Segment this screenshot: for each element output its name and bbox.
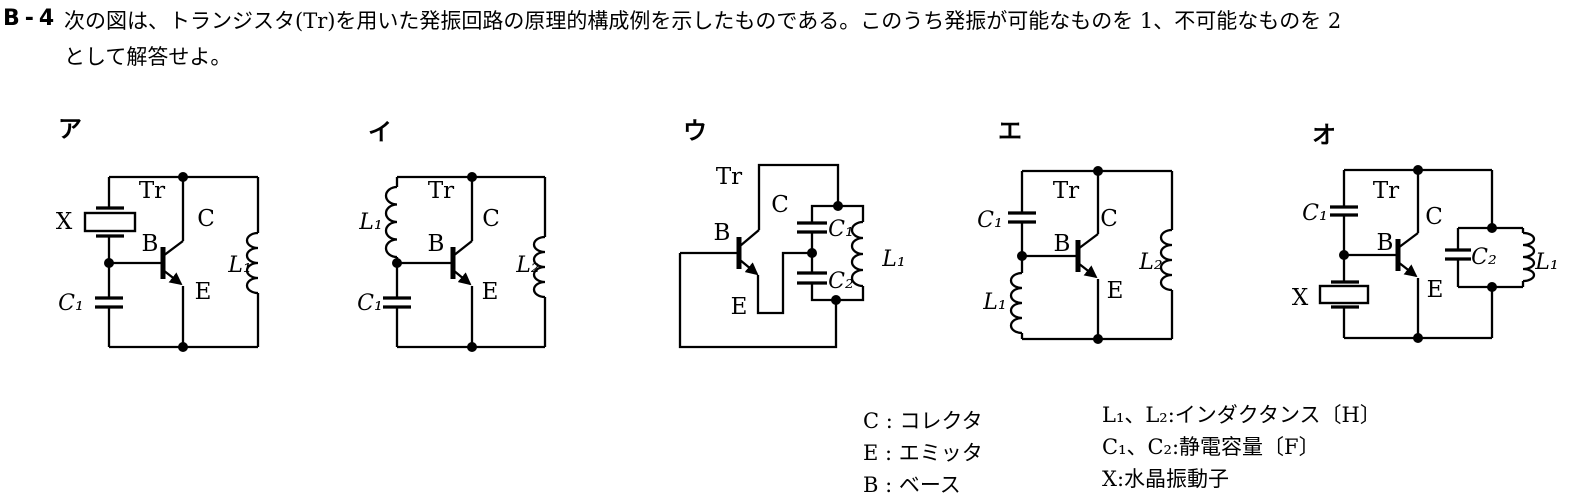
cap1-label: C₁ <box>1302 201 1328 226</box>
transistor-label: Tr <box>1373 178 1399 204</box>
capacitor-c2 <box>797 271 827 285</box>
capacitor-c1 <box>797 221 827 234</box>
junction-dot <box>1487 282 1497 292</box>
circuit-a-header: ア <box>58 115 82 143</box>
emitter-label: E <box>195 279 212 305</box>
emitter-label: E <box>482 279 499 305</box>
cap1-label: C₁ <box>977 208 1003 233</box>
coil1-label: L₁ <box>358 210 382 235</box>
junction-dot <box>178 342 188 352</box>
crystal-label: X <box>56 209 73 235</box>
emitter-label: E <box>731 294 748 320</box>
collector-label: C <box>1425 204 1443 230</box>
collector-label: C <box>482 206 500 232</box>
transistor-label: Tr <box>428 178 454 204</box>
crystal-symbol <box>1318 280 1370 309</box>
junction-dot <box>178 172 188 182</box>
coil2-label: L₂ <box>515 253 539 278</box>
capacitor-c1 <box>383 296 411 309</box>
emitter-label: E <box>1107 278 1124 304</box>
question-text-line2: として解答せよ。 <box>64 45 232 69</box>
transistor-symbol <box>1075 233 1099 279</box>
junction-dot <box>467 342 477 352</box>
junction-dot <box>807 248 817 258</box>
junction-dot <box>467 172 477 182</box>
junction-dot <box>104 258 114 268</box>
question-number: B-4 <box>3 6 60 31</box>
legend-collector: C : コレクタ <box>863 409 983 433</box>
junction-dot <box>1339 250 1349 260</box>
base-label: B <box>714 220 731 246</box>
inductor-l1 <box>1522 231 1536 283</box>
transistor-label: Tr <box>1053 178 1079 204</box>
junction-dot <box>1413 333 1423 343</box>
capacitor-c2 <box>1445 248 1471 261</box>
coil1-label: L₁ <box>227 253 251 278</box>
junction-dot <box>1413 165 1423 175</box>
cap1-label: C₁ <box>357 291 383 316</box>
inductor-l2 <box>532 235 546 299</box>
coil2-label: L₂ <box>1138 250 1162 275</box>
cap2-label: C₂ <box>828 269 854 294</box>
transistor-symbol <box>1395 232 1419 278</box>
coil1-label: L₁ <box>1534 250 1558 275</box>
transistor-label: Tr <box>716 164 742 190</box>
inductor-l1 <box>1009 271 1023 335</box>
inductor-l1 <box>850 220 864 288</box>
collector-label: C <box>197 206 215 232</box>
inductor-l1 <box>384 185 398 259</box>
transistor-label: Tr <box>139 178 165 204</box>
inductor-l1 <box>245 231 259 295</box>
circuit-i: イ Tr C B E L₁ C₁ L₂ <box>357 118 547 352</box>
capacitor-c1 <box>95 296 123 309</box>
capacitor-c1 <box>1330 205 1358 217</box>
base-label: B <box>142 231 159 257</box>
junction-dot <box>831 295 841 305</box>
question-text-line1: 次の図は、トランジスタ(Tr)を用いた発振回路の原理的構成例を示したものである。… <box>64 9 1342 33</box>
legend-crystal: X:水晶振動子 <box>1102 467 1230 491</box>
base-label: B <box>1054 231 1071 257</box>
cap1-label: C₁ <box>58 291 84 316</box>
junction-dot <box>1093 166 1103 176</box>
coil1-label: L₁ <box>881 247 905 272</box>
circuit-a: ア Tr C B E X C₁ L₁ <box>56 115 260 352</box>
circuit-o: オ Tr C B E C₁ X C₂ L₁ <box>1292 121 1559 343</box>
legend-inductance: L₁、L₂:インダクタンス〔H〕 <box>1102 403 1381 427</box>
coil1-label: L₁ <box>982 290 1006 315</box>
base-label: B <box>1377 230 1394 256</box>
crystal-symbol <box>83 206 137 238</box>
transistor-symbol <box>450 240 473 286</box>
circuit-u-header: ウ <box>683 117 707 145</box>
legend-emitter: E : エミッタ <box>863 441 983 465</box>
collector-label: C <box>1100 206 1118 232</box>
transistor-symbol <box>160 240 184 286</box>
crystal-label: X <box>1292 285 1309 311</box>
capacitor-c1 <box>1008 211 1036 224</box>
circuit-o-header: オ <box>1312 121 1336 149</box>
circuit-e-header: エ <box>998 117 1022 145</box>
circuit-i-header: イ <box>368 118 392 146</box>
junction-dot <box>392 258 402 268</box>
junction-dot <box>1487 223 1497 233</box>
circuit-e: エ Tr C B E C₁ L₁ L₂ <box>977 117 1174 344</box>
inductor-l2 <box>1159 228 1173 292</box>
junction-dot <box>833 201 843 211</box>
junction-dot <box>1017 251 1027 261</box>
transistor-symbol <box>736 229 760 276</box>
legend-capacitance: C₁、C₂:静電容量〔F〕 <box>1102 435 1320 459</box>
cap2-label: C₂ <box>1471 245 1497 270</box>
base-label: B <box>428 231 445 257</box>
circuit-u: ウ Tr C B E C₁ C₂ L₁ <box>678 117 906 349</box>
emitter-label: E <box>1427 277 1444 303</box>
legend-base: B : ベース <box>863 473 961 497</box>
cap1-label: C₁ <box>828 217 854 242</box>
collector-label: C <box>771 192 789 218</box>
junction-dot <box>1093 334 1103 344</box>
